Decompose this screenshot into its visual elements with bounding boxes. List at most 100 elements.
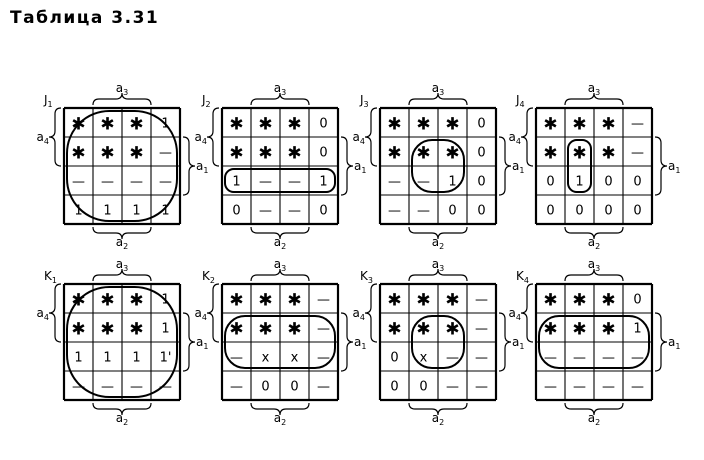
- brace-left: [364, 107, 378, 167]
- map-cell: ✱: [387, 320, 401, 340]
- map-cell: ✱: [416, 320, 430, 340]
- map-cell: ✱: [387, 291, 401, 311]
- map-cell: 0: [419, 380, 427, 395]
- brace-bottom: [564, 402, 624, 416]
- map-cell: —: [159, 175, 172, 190]
- map-cell: 0: [290, 380, 298, 395]
- map-name-label: J3: [359, 93, 369, 109]
- label-top: a3: [432, 81, 444, 97]
- map-cell: —: [475, 293, 488, 308]
- map-cell: x: [291, 351, 299, 366]
- map-cell: ✱: [387, 144, 401, 164]
- map-cell: —: [475, 380, 488, 395]
- brace-left: [48, 283, 62, 343]
- map-cell: ✱: [543, 291, 557, 311]
- map-cell: 0: [575, 204, 583, 219]
- label-right: a1: [196, 335, 208, 351]
- brace-left: [206, 107, 220, 167]
- brace-bottom: [564, 226, 624, 240]
- map-cell: ✱: [543, 320, 557, 340]
- map-cell: 0: [477, 146, 485, 161]
- map-cell: —: [446, 351, 459, 366]
- map-name-label: K3: [360, 269, 373, 285]
- map-cell: ✱: [129, 320, 143, 340]
- map-name-label: K4: [516, 269, 529, 285]
- map-cell: ✱: [601, 320, 615, 340]
- brace-right: [182, 136, 196, 196]
- brace-right: [498, 136, 512, 196]
- label-left: a4: [37, 306, 49, 322]
- map-cell: ✱: [258, 115, 272, 135]
- map-cell: 1: [103, 204, 111, 219]
- brace-right: [340, 136, 354, 196]
- map-cell: —: [417, 175, 430, 190]
- brace-bottom: [408, 226, 468, 240]
- group-outline: [411, 139, 465, 193]
- label-bottom: a2: [432, 235, 444, 251]
- brace-right: [340, 312, 354, 372]
- label-right: a1: [668, 159, 680, 175]
- map-cell: 0: [390, 380, 398, 395]
- map-cell: —: [230, 380, 243, 395]
- map-cell: ✱: [71, 144, 85, 164]
- label-left: a4: [37, 130, 49, 146]
- brace-left: [364, 283, 378, 343]
- map-cell: —: [259, 204, 272, 219]
- map-cell: —: [159, 146, 172, 161]
- map-cell: —: [101, 175, 114, 190]
- label-left: a4: [195, 130, 207, 146]
- map-cell: ✱: [287, 320, 301, 340]
- label-right: a1: [668, 335, 680, 351]
- map-name-label: J2: [201, 93, 211, 109]
- map-cell: —: [631, 117, 644, 132]
- group-outline: [411, 315, 465, 369]
- map-cell: —: [388, 204, 401, 219]
- map-cell: 0: [546, 175, 554, 190]
- group-outline: [224, 315, 336, 369]
- map-cell: —: [288, 204, 301, 219]
- map-cell: 1: [161, 204, 169, 219]
- brace-bottom: [92, 226, 152, 240]
- group-outline: [66, 286, 178, 398]
- map-cell: 0: [633, 293, 641, 308]
- map-cell: ✱: [100, 291, 114, 311]
- map-cell: 0: [319, 146, 327, 161]
- map-cell: —: [317, 293, 330, 308]
- map-cell: 1: [103, 351, 111, 366]
- brace-bottom: [250, 226, 310, 240]
- map-cell: ✱: [572, 115, 586, 135]
- map-cell: —: [475, 322, 488, 337]
- label-left: a4: [509, 130, 521, 146]
- map-cell: ✱: [129, 291, 143, 311]
- brace-left: [520, 107, 534, 167]
- group-outline: [66, 110, 178, 222]
- map-cell: 0: [319, 117, 327, 132]
- label-top: a3: [116, 257, 128, 273]
- map-cell: ✱: [229, 144, 243, 164]
- brace-left: [48, 107, 62, 167]
- map-cell: 1': [160, 351, 172, 366]
- map-cell: ✱: [445, 115, 459, 135]
- map-cell: ✱: [416, 115, 430, 135]
- label-bottom: a2: [274, 235, 286, 251]
- map-cell: —: [417, 204, 430, 219]
- group-outline: [224, 168, 336, 193]
- map-cell: —: [544, 380, 557, 395]
- map-cell: —: [159, 380, 172, 395]
- map-cell: 0: [477, 117, 485, 132]
- map-cell: —: [573, 351, 586, 366]
- label-right: a1: [354, 159, 366, 175]
- brace-top: [408, 92, 468, 106]
- map-cell: ✱: [258, 320, 272, 340]
- label-top: a3: [588, 257, 600, 273]
- brace-right: [654, 312, 668, 372]
- map-name-label: J1: [43, 93, 53, 109]
- map-name-label: K1: [44, 269, 57, 285]
- map-cell: —: [101, 380, 114, 395]
- map-cell: 1: [319, 175, 327, 190]
